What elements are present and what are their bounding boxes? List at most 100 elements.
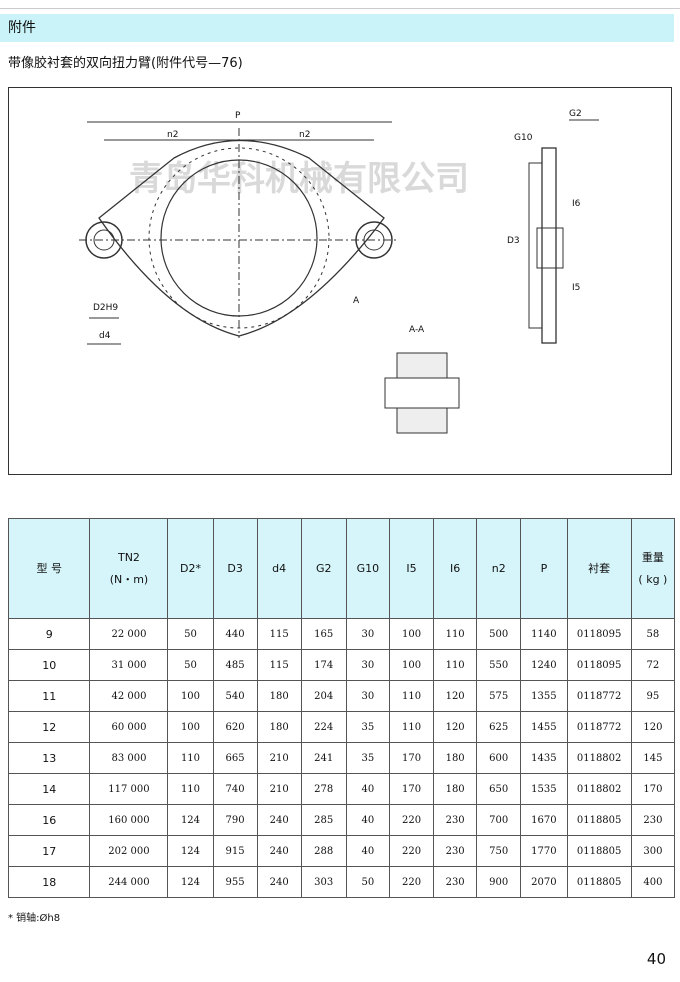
header-text: n2 (491, 561, 506, 575)
section-marker-a: A (353, 296, 360, 306)
side-view-plate (541, 147, 557, 344)
table-cell: 241 (300, 742, 347, 774)
dim-g2: G2 (569, 109, 582, 119)
table-cell: 1355 (520, 680, 568, 712)
table-cell: 30 (345, 618, 391, 650)
section-header: 附件 (0, 14, 674, 42)
header-text: ( kg ) (638, 572, 668, 586)
table-cell: 13 (7, 742, 91, 774)
table-cell: 285 (300, 804, 347, 836)
table-cell: 12 (7, 711, 91, 743)
table-cell: 30 (345, 649, 391, 681)
dim-d4: d4 (99, 331, 111, 341)
table-cell: 288 (300, 835, 347, 867)
column-header: 重量 ( kg ) (630, 518, 676, 619)
column-header: 型 号 (7, 518, 91, 619)
header-text: TN2 (117, 550, 140, 564)
column-header: D3 (212, 518, 258, 619)
header-text: D3 (227, 561, 243, 575)
table-cell: 1140 (520, 618, 568, 650)
dim-n2-left: n2 (167, 130, 178, 140)
table-cell: 180 (433, 773, 478, 805)
table-cell: 278 (300, 773, 347, 805)
table-cell: 10 (7, 649, 91, 681)
dim-i6: I6 (572, 199, 581, 209)
column-header: P (520, 518, 568, 619)
table-cell: 0118802 (566, 773, 632, 805)
table-cell: 110 (167, 742, 214, 774)
table-cell: 575 (476, 680, 522, 712)
table-cell: 83 000 (89, 742, 169, 774)
header-text: d4 (272, 561, 287, 575)
table-cell: 230 (630, 804, 676, 836)
table-cell: 174 (300, 649, 347, 681)
table-cell: 16 (7, 804, 91, 836)
table-cell: 900 (476, 866, 522, 898)
table-cell: 230 (433, 866, 478, 898)
table-cell: 58 (630, 618, 676, 650)
table-cell: 180 (433, 742, 478, 774)
table-cell: 240 (256, 804, 302, 836)
table-cell: 915 (212, 835, 258, 867)
table-cell: 35 (345, 711, 391, 743)
table-cell: 170 (630, 773, 676, 805)
table-cell: 31 000 (89, 649, 169, 681)
table-cell: 72 (630, 649, 676, 681)
table-cell: 700 (476, 804, 522, 836)
header-text: 衬套 (588, 561, 611, 575)
table-cell: 40 (345, 835, 391, 867)
table-cell: 0118772 (566, 680, 632, 712)
table-cell: 0118095 (566, 649, 632, 681)
table-cell: 40 (345, 773, 391, 805)
column-header: I6 (433, 518, 478, 619)
table-cell: 210 (256, 742, 302, 774)
table-cell: 230 (433, 804, 478, 836)
table-cell: 18 (7, 866, 91, 898)
table-cell: 750 (476, 835, 522, 867)
table-cell: 100 (388, 618, 435, 650)
watermark: 青岛华科机械有限公司 (129, 159, 469, 199)
table-cell: 224 (300, 711, 347, 743)
table-cell: 14 (7, 773, 91, 805)
table-cell: 0118805 (566, 835, 632, 867)
table-cell: 220 (388, 804, 435, 836)
table-cell: 50 (345, 866, 391, 898)
footnote: * 销轴:Øh8 (8, 913, 61, 924)
table-cell: 9 (7, 618, 91, 650)
column-header: TN2(N・m) (89, 518, 169, 619)
table-cell: 120 (630, 711, 676, 743)
table-cell: 110 (167, 773, 214, 805)
table-cell: 42 000 (89, 680, 169, 712)
header-text: 重量 (641, 550, 664, 564)
table-cell: 11 (7, 680, 91, 712)
page-title: 带像胶衬套的双向扭力臂(附件代号—76) (8, 56, 243, 71)
table-cell: 240 (256, 835, 302, 867)
table-cell: 170 (388, 773, 435, 805)
table-cell: 115 (256, 618, 302, 650)
header-text: I5 (406, 561, 417, 575)
torque-arm-outline (98, 139, 385, 337)
table-cell: 180 (256, 711, 302, 743)
table-cell: 160 000 (89, 804, 169, 836)
dim-d2h9: D2H9 (93, 303, 118, 313)
header-text: G2 (315, 561, 332, 575)
table-cell: 550 (476, 649, 522, 681)
table-cell: 240 (256, 866, 302, 898)
table-cell: 22 000 (89, 618, 169, 650)
table-cell: 100 (167, 711, 214, 743)
table-cell: 145 (630, 742, 676, 774)
table-cell: 95 (630, 680, 676, 712)
top-rule (0, 8, 680, 9)
table-cell: 100 (167, 680, 214, 712)
table-cell: 0118802 (566, 742, 632, 774)
header-text: D2* (180, 561, 201, 575)
table-cell: 120 (433, 711, 478, 743)
table-cell: 220 (388, 835, 435, 867)
table-cell: 100 (388, 649, 435, 681)
table-cell: 35 (345, 742, 391, 774)
